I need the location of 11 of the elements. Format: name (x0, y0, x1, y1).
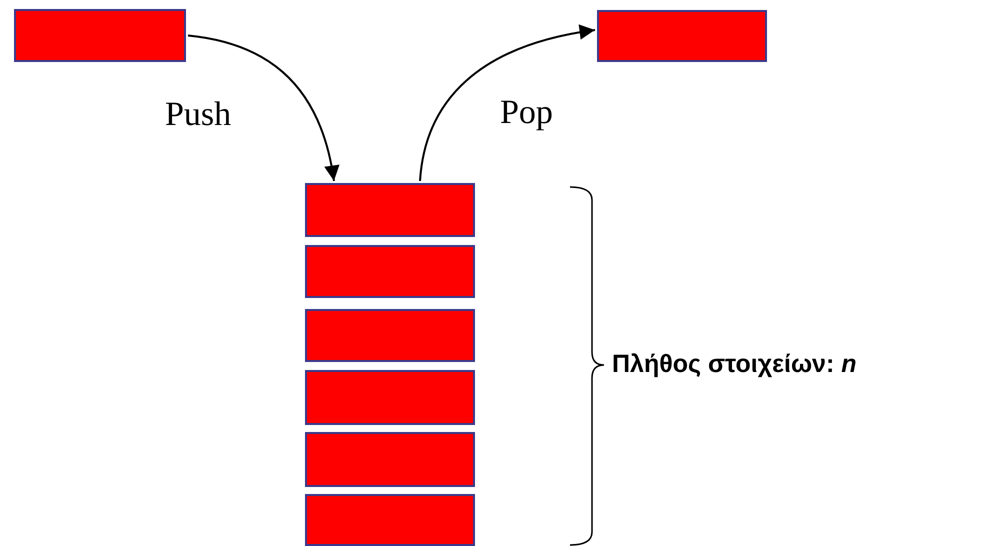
block-box (305, 370, 475, 425)
curved-arrow (188, 34, 339, 182)
block-box (305, 432, 475, 487)
curved-arrow (419, 24, 596, 182)
block-box (305, 494, 475, 546)
block-box (305, 309, 475, 362)
block-box (305, 183, 475, 237)
count-label: Πλήθος στοιχείων: n (612, 350, 857, 379)
block-box (597, 10, 767, 62)
block-box (305, 245, 475, 298)
block-box (14, 9, 186, 62)
